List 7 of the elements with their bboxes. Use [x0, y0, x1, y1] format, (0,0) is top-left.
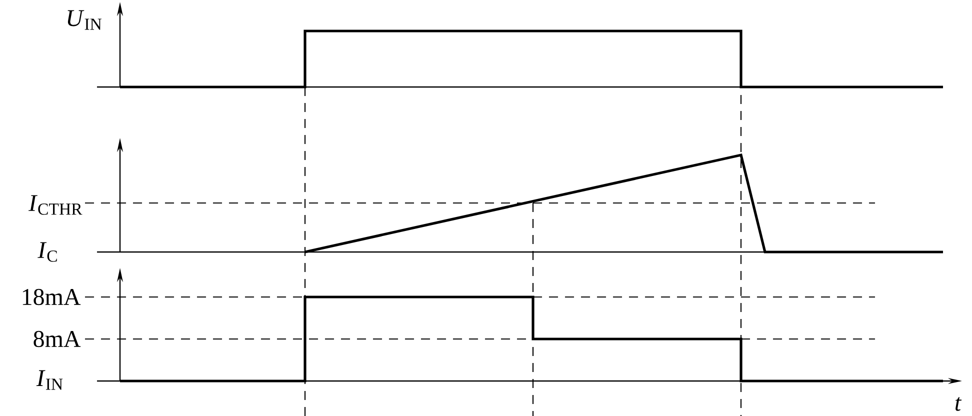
axis-label: I$_{IN}$ — [36, 370, 63, 390]
axis-label: U$_{IN}$ — [68, 10, 102, 30]
axis-label: 18mA — [22, 288, 81, 306]
axis-label: t — [955, 397, 962, 411]
axis-label: I$_{C}$ — [38, 242, 57, 262]
axis-label: 8mA — [34, 330, 81, 348]
axis-label: I$_{CTHR}$ — [28, 195, 82, 215]
